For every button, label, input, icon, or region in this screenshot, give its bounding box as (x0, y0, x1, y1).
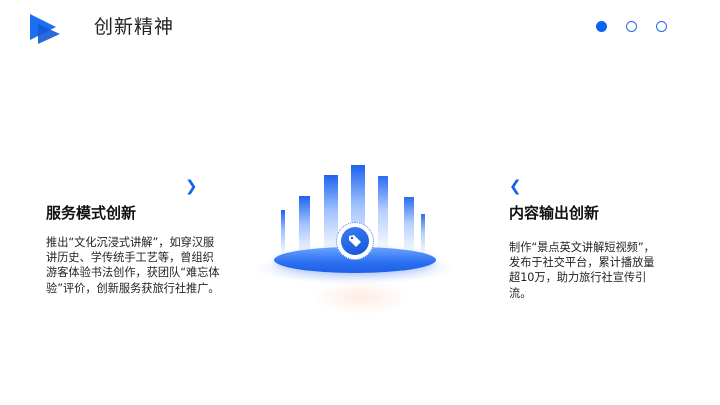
card-heading: 内容输出创新 (509, 204, 600, 222)
play-arrow-logo-icon (30, 14, 60, 44)
bar-decoration (324, 175, 338, 253)
tag-icon (349, 235, 361, 247)
city-bars-illustration (250, 155, 470, 315)
bar-decoration (378, 176, 388, 253)
pager-dot-2[interactable] (626, 21, 637, 32)
pager-dot-1[interactable] (596, 21, 607, 32)
tag-badge (341, 227, 369, 255)
chevron-left-icon: ❮ (509, 177, 522, 195)
chevron-right-icon: ❯ (185, 177, 198, 195)
card-body: 制作“景点英文讲解短视频”，发布于社交平台，累计播放量超10万，助力旅行社宣传引… (509, 241, 655, 300)
glow-decoration (312, 280, 412, 315)
bar-decoration (421, 214, 425, 256)
bar-decoration (299, 196, 310, 256)
card-heading: 服务模式创新 (46, 204, 137, 222)
pager-dot-3[interactable] (656, 21, 667, 32)
page-title: 创新精神 (94, 16, 175, 38)
card-body: 推出“文化沉浸式讲解”，如穿汉服讲历史、学传统手工艺等，曾组织游客体验书法创作，… (46, 236, 220, 295)
slide-pager (596, 21, 667, 32)
bar-decoration (281, 210, 285, 255)
bar-decoration (404, 197, 414, 255)
